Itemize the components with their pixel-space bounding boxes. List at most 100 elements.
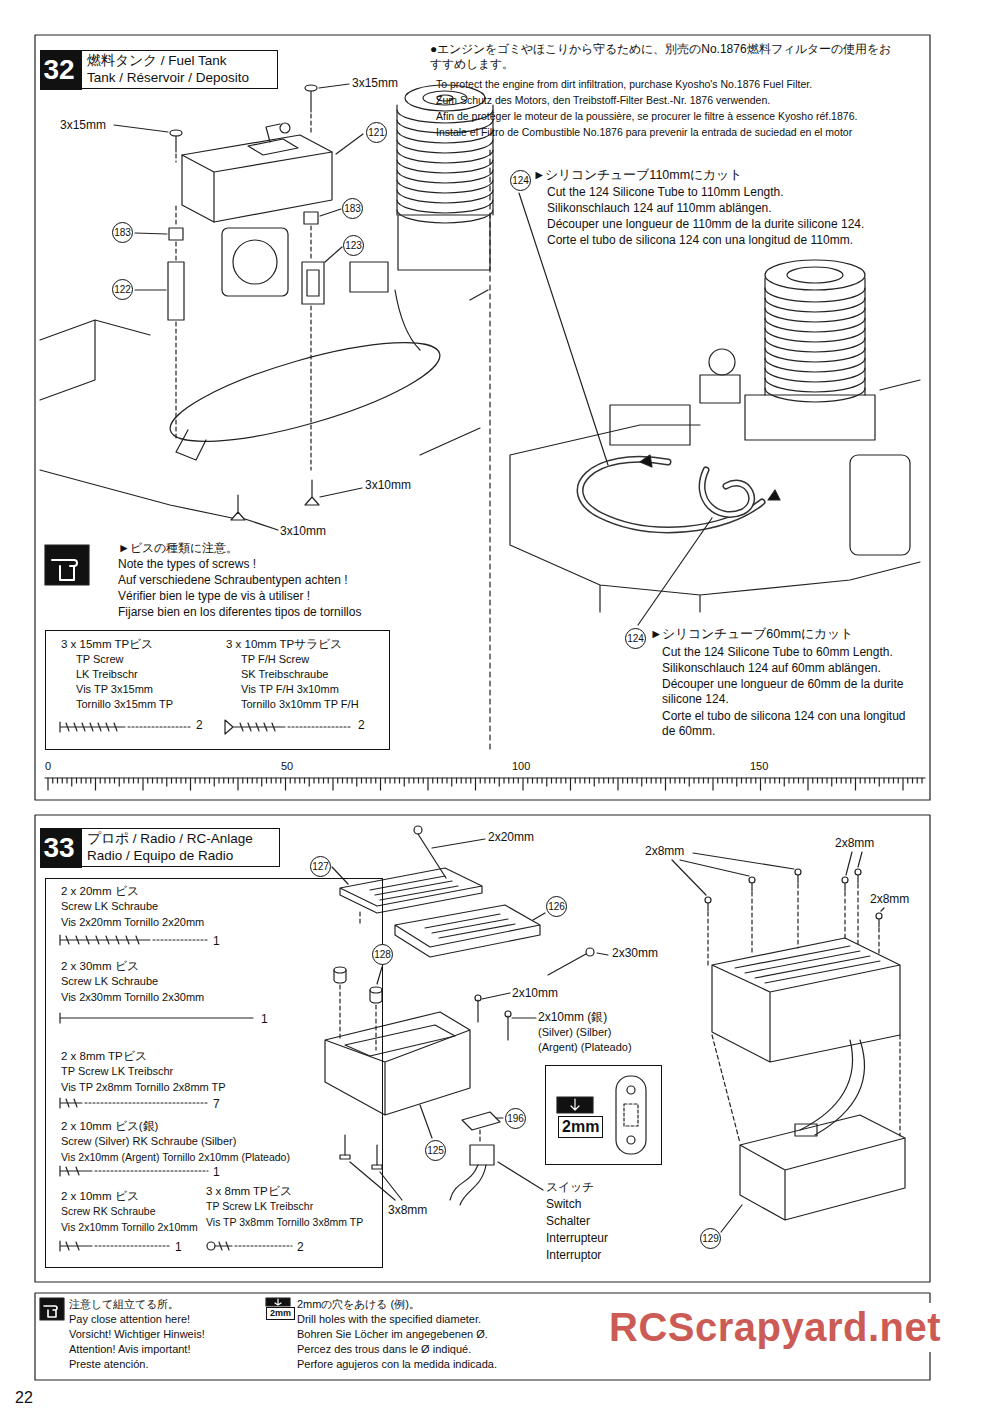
scale-ruler [247,778,248,783]
scale-ruler [779,778,780,783]
silicone-tube [580,455,780,530]
scale-ruler [855,778,856,790]
label-text: 0 [45,760,51,773]
silicone-tube [702,470,752,514]
label-text: Note the types of screws ! [118,557,256,572]
scale-ruler [161,778,162,783]
scale-ruler [765,778,766,783]
scale-ruler [736,778,737,786]
scale-ruler [337,778,338,783]
scale-ruler [589,778,590,783]
node-text: Vis TP 3x15mm [76,683,153,696]
scale-ruler [622,778,623,783]
scale-ruler [755,778,756,783]
legend-text: Preste atención. [69,1358,149,1371]
scale-ruler [404,778,405,786]
scale-ruler [133,778,134,783]
scale-ruler [893,778,894,783]
scale-ruler [45,778,925,790]
label-text: 3x15mm [352,76,398,91]
screw [418,834,446,878]
exhaust-pipe [162,323,449,462]
callout-number: 124 [510,170,531,191]
label-text: 2x30mm [612,946,658,961]
scale-ruler [570,778,571,790]
step-number-text: 33 [41,831,77,865]
scale-ruler [489,778,490,783]
scale-ruler [499,778,500,786]
fuel-tank [248,139,298,155]
leader-line [519,193,712,625]
screw-icon [60,722,125,732]
legend-text: Perfore agujeros con la medida indicada. [297,1358,497,1371]
step-title: 燃料タンク / Fuel TankTank / Réservoir / Depo… [80,50,278,89]
scale-ruler [166,778,167,786]
node-text: SK Treibschraube [241,668,328,681]
scale-ruler [674,778,675,783]
scale-ruler [646,778,647,783]
drill-symbol [571,1099,579,1110]
screw [372,1165,382,1169]
screw-icon [95,1245,170,1246]
scale-ruler [532,778,533,783]
caution-icon [45,545,89,585]
scale-ruler [204,778,205,783]
screw-icon [153,939,208,940]
node-text: Tank / Réservoir / Deposito [87,70,249,86]
label-text: 2x8mm [870,892,909,907]
scale-ruler [385,778,386,783]
engine [397,170,493,183]
switch [450,1112,500,1205]
illustration [35,35,930,1380]
engine [765,318,865,332]
step-number: 32 [40,50,82,90]
label-text: Corte el tubo de silicona 124 con una lo… [662,709,920,738]
screw [340,1155,350,1159]
label-text: 150 [750,760,768,773]
scale-ruler [826,778,827,783]
engine [765,368,865,382]
scale-ruler [190,778,191,790]
node-text: 2 [297,1240,304,1255]
drill-symbol [557,1076,646,1154]
screw-icon [225,720,285,734]
callout-number: 183 [342,198,363,219]
screw-icon [60,1098,82,1108]
node-text: TP Screw [76,653,123,666]
scale-ruler [632,778,633,783]
screw [170,85,319,520]
node-text: 3 x 15mm TPビス [61,637,153,651]
panel-frame [35,815,930,1282]
scale-ruler [750,778,751,783]
engine [709,349,735,375]
chassis [40,290,488,518]
label-text: Silikonschlauch 124 auf 60mm ablängen. [662,661,881,676]
node-text: Vis 2x30mm Tornillo 2x30mm [61,991,204,1004]
screw [586,948,594,956]
silicone-tube [702,470,752,514]
engine [397,190,493,203]
screw [305,85,317,91]
receiver-box-cover [425,914,515,938]
rubber-grommet [370,987,382,993]
scale-ruler [351,778,352,783]
scale-ruler [831,778,832,786]
legend-text: Percez des trous dans le Ø indiqué. [297,1343,471,1356]
node-text: 1 [213,1165,220,1180]
scale-ruler [332,778,333,790]
scale-ruler [280,778,281,783]
guide-line [708,884,900,1143]
scale-ruler [556,778,557,783]
callout-number: 122 [112,279,133,300]
screw-icon [60,935,150,945]
scale-ruler [598,778,599,783]
label-text: 3x8mm [388,1203,427,1218]
node-text: TP Screw LK Treibschr [61,1065,173,1078]
node-text: Screw LK Schraube [61,900,158,913]
scale-ruler [731,778,732,783]
callout-number: 127 [310,856,331,877]
scale-ruler [841,778,842,783]
label-text: Interrupteur [546,1231,608,1246]
screw [478,1000,508,1040]
